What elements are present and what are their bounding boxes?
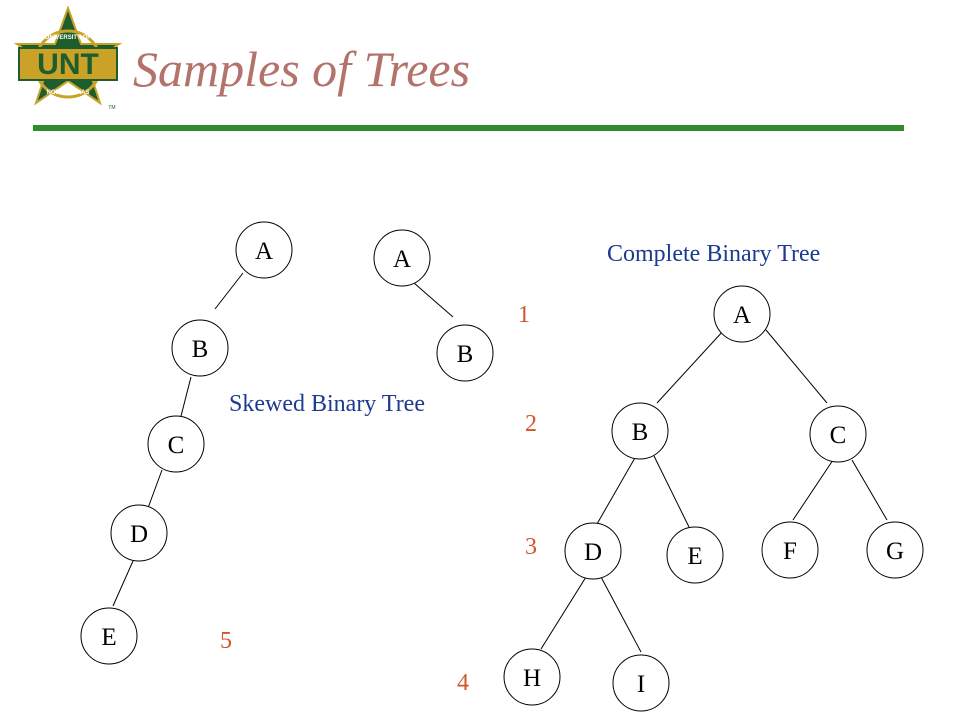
- left-tree-node: E: [80, 607, 138, 665]
- edge-complete-b-d: [596, 455, 637, 525]
- left-tree-node: A: [235, 221, 293, 279]
- skewed-tree-caption: Skewed Binary Tree: [229, 391, 425, 417]
- complete-tree-node: A: [713, 285, 771, 343]
- node-label: B: [192, 336, 209, 363]
- logo-trademark: TM: [108, 105, 115, 111]
- node-circle: [666, 526, 724, 584]
- node-circle: [436, 324, 494, 382]
- node-circle: [235, 221, 293, 279]
- node-circle: [611, 402, 669, 460]
- edge-left-b-c: [179, 376, 192, 421]
- complete-tree-node: D: [564, 522, 622, 580]
- node-circle: [866, 521, 924, 579]
- node-label: A: [393, 246, 411, 273]
- edge-left-c-d: [147, 469, 163, 509]
- node-label: B: [632, 419, 649, 446]
- small-tree-node: A: [373, 229, 431, 287]
- edge-complete-a-c: [765, 329, 828, 404]
- node-label: G: [886, 538, 904, 565]
- node-label: A: [255, 238, 273, 265]
- title-divider: [33, 125, 904, 131]
- node-label: A: [733, 302, 751, 329]
- logo-wordmark: UNT: [37, 48, 99, 81]
- node-circle: [761, 521, 819, 579]
- unt-logo: UNIVERSITY OF UNT NORTH TEXAS TM: [13, 6, 123, 111]
- node-circle: [110, 504, 168, 562]
- node-circle: [503, 648, 561, 706]
- node-label: F: [783, 538, 797, 565]
- edge-left-d-e: [112, 560, 134, 607]
- node-label: D: [584, 539, 602, 566]
- left-tree-node: D: [110, 504, 168, 562]
- node-circle: [171, 319, 229, 377]
- level-number: 3: [525, 534, 537, 560]
- edge-complete-d-i: [600, 576, 642, 653]
- edge-complete-d-h: [540, 576, 587, 650]
- node-label: E: [687, 543, 702, 570]
- node-label: E: [101, 624, 116, 651]
- small-tree-node: B: [436, 324, 494, 382]
- level-number: 4: [457, 670, 469, 696]
- edge-complete-b-e: [653, 455, 690, 528]
- complete-tree-node: E: [666, 526, 724, 584]
- complete-tree-node: C: [809, 405, 867, 463]
- node-label: I: [637, 671, 645, 698]
- page-title: Samples of Trees: [133, 41, 471, 97]
- left-tree-node: B: [171, 319, 229, 377]
- node-label: D: [130, 521, 148, 548]
- edge-complete-a-b: [656, 329, 725, 404]
- left-tree-node: C: [147, 415, 205, 473]
- node-circle: [564, 522, 622, 580]
- logo-ring-bottom-text: NORTH TEXAS: [46, 90, 89, 96]
- edge-small-a-b: [413, 282, 454, 318]
- edge-complete-c-g: [851, 459, 888, 521]
- node-label: H: [523, 665, 541, 692]
- complete-tree-caption: Complete Binary Tree: [607, 241, 820, 267]
- complete-tree-node: H: [503, 648, 561, 706]
- node-label: C: [168, 432, 185, 459]
- logo-banner: [18, 47, 118, 81]
- node-circle: [809, 405, 867, 463]
- complete-tree-node: I: [612, 654, 670, 712]
- complete-tree-node: G: [866, 521, 924, 579]
- edge-left-a-b: [214, 272, 244, 310]
- node-circle: [713, 285, 771, 343]
- edge-complete-c-f: [792, 459, 834, 521]
- complete-tree-node: B: [611, 402, 669, 460]
- level-number: 2: [525, 411, 537, 437]
- node-label: C: [830, 422, 847, 449]
- node-circle: [80, 607, 138, 665]
- logo-ring-top-text: UNIVERSITY OF: [45, 35, 91, 41]
- node-circle: [147, 415, 205, 473]
- node-label: B: [457, 341, 474, 368]
- level-number: 1: [518, 302, 530, 328]
- node-circle: [612, 654, 670, 712]
- skewed-depth-number: 5: [220, 628, 232, 654]
- node-circle: [373, 229, 431, 287]
- complete-tree-node: F: [761, 521, 819, 579]
